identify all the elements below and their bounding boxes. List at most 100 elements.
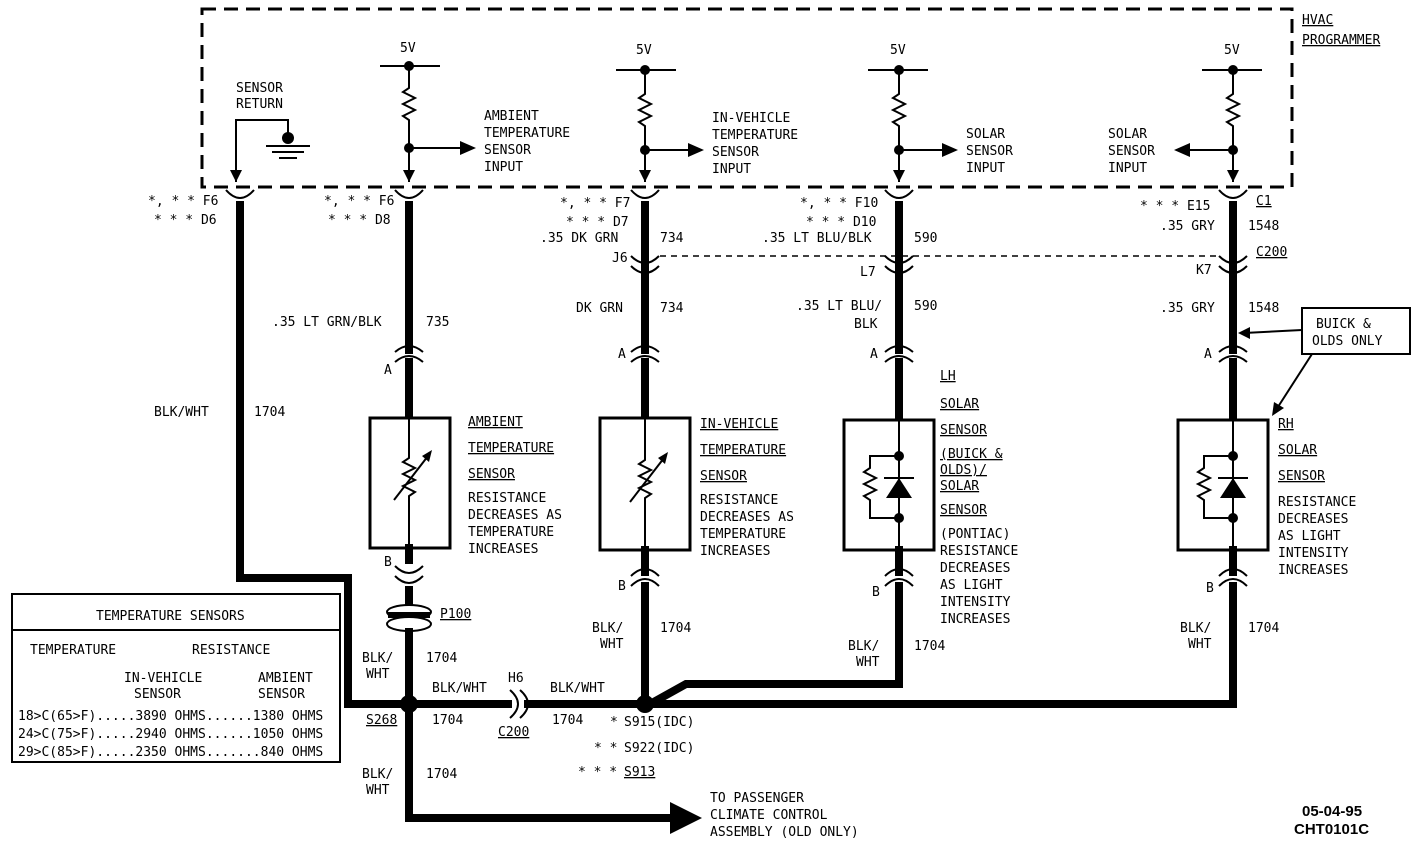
svg-text:INCREASES: INCREASES [940, 612, 1010, 627]
pin-b-rh: B [1206, 581, 1214, 596]
wire-ground-rh-num: 1704 [1248, 621, 1279, 636]
svg-text:DECREASES: DECREASES [1278, 512, 1348, 527]
pin-b-amb: B [384, 555, 392, 570]
svg-text:AS LIGHT: AS LIGHT [940, 578, 1003, 593]
destination-line1: TO PASSENGER [710, 791, 804, 806]
wire-ground-left-num: 1704 [254, 405, 285, 420]
splice-s268-dot [400, 695, 418, 713]
voltage-rh-solar: 5V [1224, 43, 1240, 58]
photodiode-icon [1195, 420, 1248, 550]
svg-text:SENSOR: SENSOR [1108, 144, 1155, 159]
note-leader [1238, 327, 1313, 416]
c1-rh-pin-a: * * * E15 [1140, 199, 1210, 214]
pin-b-inv: B [618, 579, 626, 594]
table-sub-inv-1: IN-VEHICLE [124, 671, 202, 686]
lh-solar-sensor-box [842, 418, 936, 552]
svg-text:SENSOR: SENSOR [940, 503, 987, 518]
splice-s913: S913 [624, 765, 655, 780]
c1-ret-pin-a: *, * * F6 [148, 194, 218, 209]
footer-code: CHT0101C [1294, 821, 1369, 838]
c200-connector-cups [630, 255, 1248, 274]
pin-a-rh: A [1204, 347, 1212, 362]
thermistor-icon [629, 418, 668, 550]
note-line1: BUICK & [1316, 317, 1371, 332]
p100-connector-icon [386, 586, 432, 632]
c200-pin-inv: J6 [612, 251, 628, 266]
voltage-invehicle: 5V [636, 43, 652, 58]
wire-ground-s268-num: 1704 [426, 651, 457, 666]
svg-text:SENSOR: SENSOR [712, 145, 759, 160]
svg-text:SENSOR: SENSOR [468, 467, 515, 482]
wire-inv-mid-num: 734 [660, 301, 684, 316]
ground-return-wire [236, 201, 413, 708]
svg-text:RH: RH [1278, 417, 1294, 432]
pin-a-amb: A [384, 363, 392, 378]
wire-rh-top-num: 1548 [1248, 219, 1279, 234]
svg-text:IN-VEHICLE: IN-VEHICLE [712, 111, 790, 126]
pullup-ambient [380, 61, 476, 182]
destination-line3: ASSEMBLY (OLD ONLY) [710, 825, 859, 840]
svg-text:SOLAR: SOLAR [1278, 443, 1317, 458]
wire-ground-lh-1: BLK/ [848, 639, 879, 654]
svg-text:OLDS)/: OLDS)/ [940, 463, 987, 478]
ambient-sensor-label: AMBIENT TEMPERATURE SENSOR RESISTANCE DE… [468, 415, 562, 557]
svg-text:TEMPERATURE: TEMPERATURE [700, 443, 786, 458]
wire-ground-h6-right: BLK/WHT [550, 681, 605, 696]
c200-name: C200 [1256, 245, 1287, 260]
rh-solar-input-label: SOLAR SENSOR INPUT [1108, 127, 1155, 176]
splice-s268: S268 [366, 713, 397, 728]
wire-lh-mid-1: .35 LT BLU/ [796, 299, 882, 314]
svg-text:RESISTANCE: RESISTANCE [940, 544, 1018, 559]
wire-ground-s268-2: WHT [366, 667, 390, 682]
c200-h6-name: C200 [498, 725, 529, 740]
svg-text:AMBIENT: AMBIENT [484, 109, 539, 124]
splice-s915-dot [636, 695, 654, 713]
wire-rh-top: .35 GRY [1160, 219, 1215, 234]
svg-text:AS LIGHT: AS LIGHT [1278, 529, 1341, 544]
rh-solar-sensor-box [1176, 418, 1270, 552]
wire-lh-mid-2: BLK [854, 317, 878, 332]
c1-inv-pin-a: *, * * F7 [560, 196, 630, 211]
sensor-return-label-2: RETURN [236, 97, 283, 112]
c1-connector-cups [225, 189, 1248, 199]
invehicle-sensor-label: IN-VEHICLE TEMPERATURE SENSOR RESISTANCE… [700, 417, 794, 559]
wire-rh-mid-num: 1548 [1248, 301, 1279, 316]
voltage-ambient: 5V [400, 41, 416, 56]
wire-lh-mid-num: 590 [914, 299, 937, 314]
destination-line2: CLIMATE CONTROL [710, 808, 828, 823]
wire-inv-top-num: 734 [660, 231, 684, 246]
wire-ground-s268-1: BLK/ [362, 651, 393, 666]
wire-ground-h6-left-num: 1704 [432, 713, 463, 728]
svg-text:DECREASES: DECREASES [940, 561, 1010, 576]
p100-label: P100 [440, 607, 471, 622]
svg-text:SENSOR: SENSOR [966, 144, 1013, 159]
c200-pin-rh: K7 [1196, 263, 1212, 278]
footer-date: 05-04-95 [1302, 803, 1362, 820]
hvac-programmer-boundary [200, 7, 1294, 189]
svg-text:INTENSITY: INTENSITY [1278, 546, 1349, 561]
wire-ground-dest-num: 1704 [426, 767, 457, 782]
svg-text:INPUT: INPUT [966, 161, 1005, 176]
pullup-invehicle [616, 65, 704, 182]
svg-text:IN-VEHICLE: IN-VEHICLE [700, 417, 778, 432]
ground-symbol-icon [230, 119, 310, 182]
svg-text:RESISTANCE: RESISTANCE [1278, 495, 1356, 510]
c1-inv-pin-b: * * * D7 [566, 215, 629, 230]
svg-text:TEMPERATURE: TEMPERATURE [700, 527, 786, 542]
svg-text:AMBIENT: AMBIENT [468, 415, 523, 430]
wire-lh-top: .35 LT BLU/BLK [762, 231, 872, 246]
svg-text:SOLAR: SOLAR [966, 127, 1005, 142]
wire-rh-mid: .35 GRY [1160, 301, 1215, 316]
table-row: 29>C(85>F).....2350 OHMS.......840 OHMS [18, 745, 323, 760]
pin-a-inv: A [618, 347, 626, 362]
c1-name: C1 [1256, 194, 1272, 209]
svg-text:SENSOR: SENSOR [484, 143, 531, 158]
c1-lh-pin-a: *, * * F10 [800, 196, 878, 211]
wire-amb-num: 735 [426, 315, 449, 330]
splice-s915-prefix: * [610, 715, 618, 730]
svg-text:SENSOR: SENSOR [1278, 469, 1325, 484]
thermistor-icon [393, 418, 432, 548]
table-row: 18>C(65>F).....3890 OHMS......1380 OHMS [18, 709, 323, 724]
h6-connector-cups [509, 689, 529, 719]
